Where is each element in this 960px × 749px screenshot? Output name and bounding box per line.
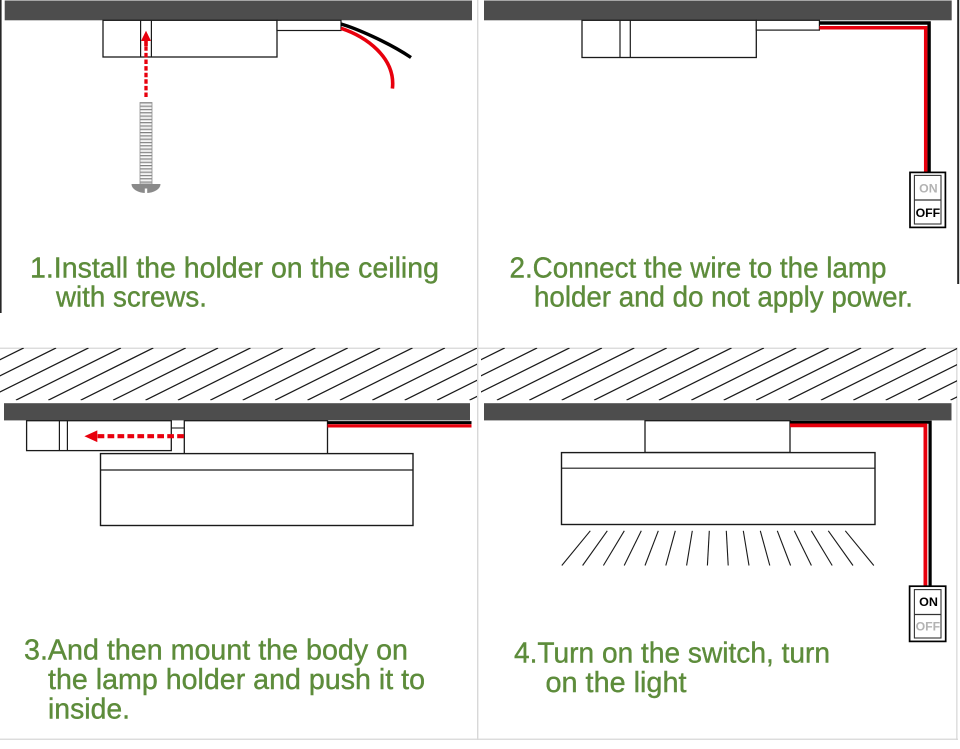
svg-text:the lamp holder and push it to: the lamp holder and push it to [48,664,425,696]
svg-text:3.And then mount the body on: 3.And then mount the body on [24,635,408,667]
svg-text:2.Connect the wire to the lamp: 2.Connect the wire to the lamp [510,253,887,285]
svg-text:1.Install the holder on the ce: 1.Install the holder on the ceiling [30,253,439,285]
svg-text:with screws.: with screws. [55,282,207,314]
svg-text:on the light: on the light [546,667,687,699]
svg-text:holder and do not apply power.: holder and do not apply power. [534,282,913,314]
svg-text:ON: ON [919,183,937,195]
svg-text:4.Turn on the switch, turn: 4.Turn on the switch, turn [514,638,830,670]
svg-text:ON: ON [919,595,938,609]
svg-text:inside.: inside. [48,694,130,726]
svg-text:OFF: OFF [916,206,941,220]
svg-text:OFF: OFF [916,620,941,634]
